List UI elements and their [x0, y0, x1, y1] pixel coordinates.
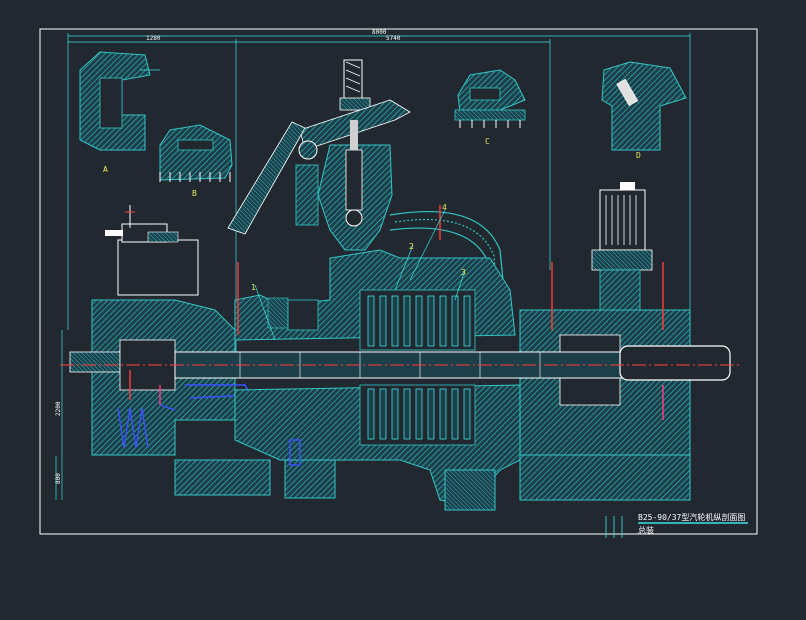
rear-bearing-pedestal	[519, 182, 691, 456]
dim-height-lower: 2200	[55, 401, 62, 416]
detail-view-c	[454, 69, 526, 128]
section-label-1: 1	[251, 283, 256, 292]
dim-left-segment: 1280	[146, 35, 161, 42]
leader-lines	[254, 209, 466, 341]
detail-label-b: B	[192, 189, 197, 198]
section-label-4: 4	[442, 203, 447, 212]
steam-chest	[317, 120, 393, 251]
dim-overall: 8000	[372, 29, 387, 36]
drawing-frame	[39, 28, 758, 535]
detail-label-a: A	[103, 165, 108, 174]
title-block: B25-90/37型汽轮机纵剖面图 总装	[605, 512, 748, 538]
detail-view-b	[159, 124, 233, 182]
dim-height-base: 800	[55, 473, 62, 484]
front-bearing-pedestal	[69, 205, 252, 456]
section-label-2: 2	[409, 242, 414, 251]
turbine-casing-lower	[234, 384, 521, 511]
pin-markers	[129, 205, 664, 420]
rotor-shaft	[174, 345, 731, 381]
blade-stages-upper	[359, 289, 476, 351]
section-label-3: 3	[461, 268, 466, 277]
detail-view-a	[79, 51, 160, 151]
drawing-title: B25-90/37型汽轮机纵剖面图	[638, 512, 745, 522]
detail-label-d: D	[636, 151, 641, 160]
detail-view-d	[601, 61, 687, 151]
dim-right-segment: 5740	[386, 35, 401, 42]
detail-label-c: C	[485, 137, 490, 146]
base-frames	[174, 439, 691, 501]
drawing-subtitle: 总装	[638, 525, 654, 535]
